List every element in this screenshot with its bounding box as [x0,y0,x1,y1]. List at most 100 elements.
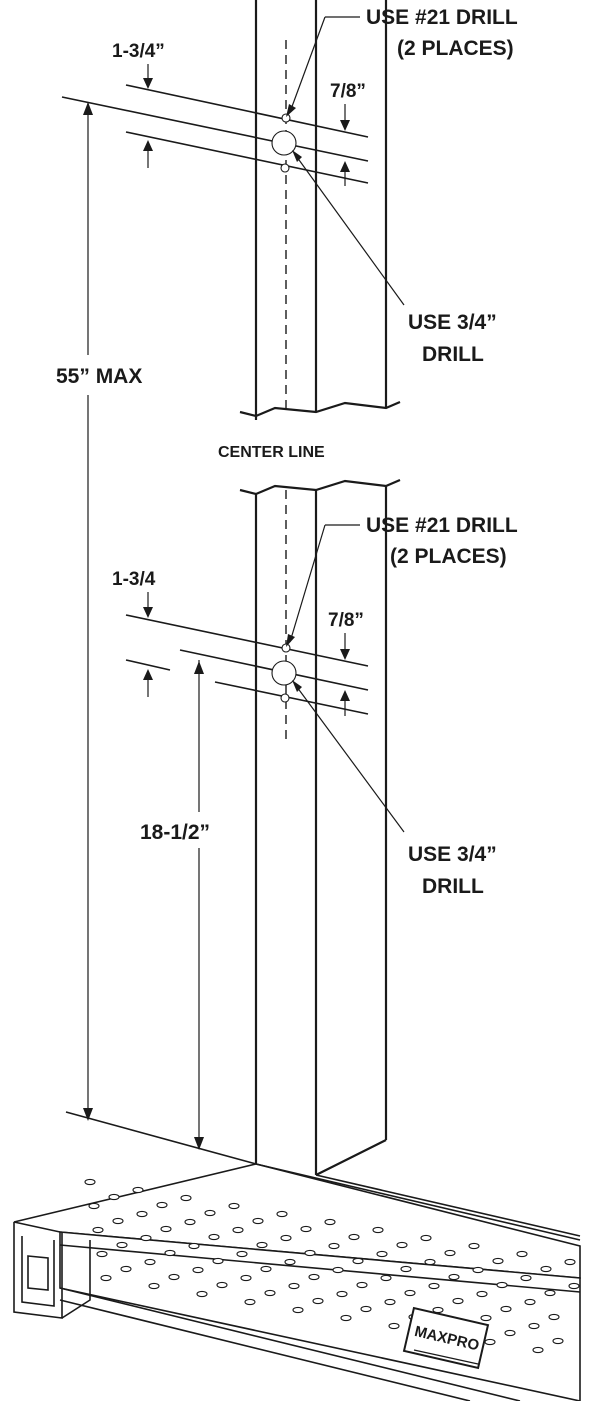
perforation [92,1226,104,1234]
top-large-drill-leader [292,150,405,306]
perforation [252,1217,264,1225]
bottom-spacing-label: 7/8” [328,610,364,631]
perforation [380,1274,392,1282]
perforation [232,1226,244,1234]
perforation [324,1218,336,1226]
perforation [532,1346,544,1354]
top-small-hole-lower [280,163,290,173]
perforation [444,1249,456,1257]
perforation [208,1233,220,1241]
perforation [548,1313,560,1321]
perforation [204,1209,216,1217]
post-lower [239,478,401,1176]
perforation [240,1274,252,1282]
post-upper [239,0,401,420]
perforation [288,1282,300,1290]
perforation [164,1249,176,1257]
perforation [452,1297,464,1305]
perforation [544,1289,556,1297]
perforation [236,1250,248,1258]
perforation [524,1298,536,1306]
top-spacing-label: 7/8” [330,81,366,102]
perforation [328,1242,340,1250]
bottom-small-hole-upper [281,643,291,653]
perforation [400,1265,412,1273]
top-offset-label: 1-3/4” [112,41,165,62]
perforation [568,1282,580,1290]
perforation [348,1233,360,1241]
bottom-spacing-dimension [340,633,350,716]
perforation [332,1266,344,1274]
perforation [168,1273,180,1281]
max-height-dimension [65,102,257,1165]
bottom-large-drill-label-2: DRILL [422,875,484,898]
perforation [192,1266,204,1274]
perforation [276,1210,288,1218]
perforation [228,1202,240,1210]
perforation [468,1242,480,1250]
bottom-large-drill-leader [292,680,405,833]
center-line-label: CENTER LINE [218,444,325,461]
perforation [504,1329,516,1337]
perforation [484,1338,496,1346]
perforation [384,1298,396,1306]
perforation [116,1241,128,1249]
perforation [292,1306,304,1314]
bottom-offset-label: 1-3/4 [112,569,156,590]
perforation [376,1250,388,1258]
perforation [420,1234,432,1242]
perforation [480,1314,492,1322]
perforation [212,1257,224,1265]
perforation [88,1202,100,1210]
bottom-hole-group [125,614,369,715]
perforation [160,1225,172,1233]
top-small-drill-label: USE #21 DRILL [366,6,518,29]
perforation [372,1226,384,1234]
perforation [516,1250,528,1258]
perforation [256,1241,268,1249]
bottom-small-drill-label: USE #21 DRILL [366,514,518,537]
top-large-hole [271,130,297,156]
perforation [180,1194,192,1202]
top-small-drill-places: (2 PLACES) [397,37,514,60]
bottom-small-drill-leader [286,524,360,647]
perforation [424,1258,436,1266]
bottom-offset-dimension [143,592,153,697]
perforation [352,1257,364,1265]
perforation [360,1305,372,1313]
max-height-label: 55” MAX [56,365,142,388]
perforation [140,1234,152,1242]
perforation [540,1265,552,1273]
perforation [476,1290,488,1298]
perforation [312,1297,324,1305]
perforation [388,1322,400,1330]
perforation [356,1281,368,1289]
perforation [132,1186,144,1194]
perforation [148,1282,160,1290]
perforation [96,1250,108,1258]
perforation [100,1274,112,1282]
perforation [496,1281,508,1289]
top-small-drill-leader [286,16,360,117]
perforation [84,1178,96,1186]
top-large-drill-label: USE 3/4” [408,311,497,334]
top-large-drill-label-2: DRILL [422,343,484,366]
perforation [120,1265,132,1273]
perforation [188,1242,200,1250]
perforation [216,1281,228,1289]
perforation [340,1314,352,1322]
perforation [264,1289,276,1297]
lower-height-label: 18-1/2” [140,821,210,844]
perforation [404,1289,416,1297]
top-spacing-dimension [340,104,350,186]
top-offset-dimension [143,64,153,168]
foot-plate [13,1163,581,1401]
perforation [280,1234,292,1242]
perforation [552,1337,564,1345]
perforation [308,1273,320,1281]
bottom-large-drill-label: USE 3/4” [408,843,497,866]
perforation [448,1273,460,1281]
perforation [260,1265,272,1273]
perforation [196,1290,208,1298]
perforation [144,1258,156,1266]
